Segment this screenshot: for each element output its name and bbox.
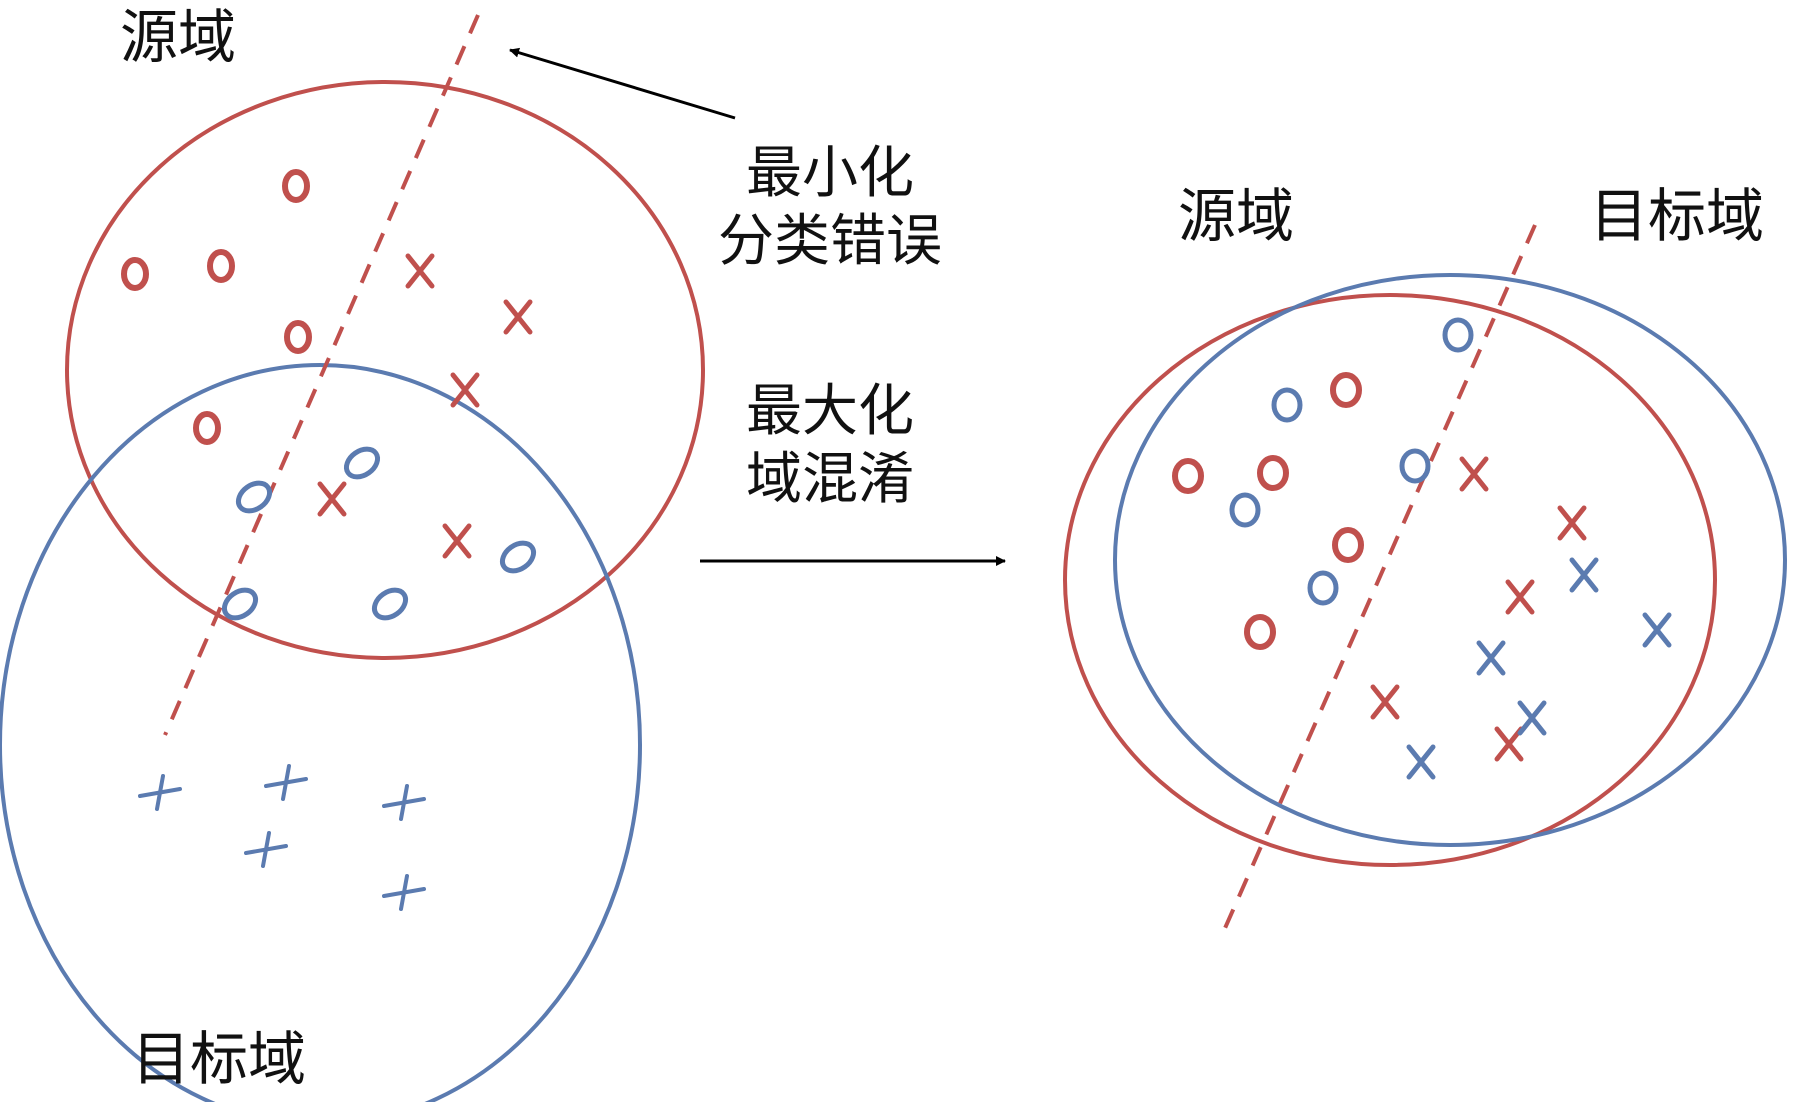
right-target-crosses (1406, 557, 1672, 780)
marker-o (1442, 317, 1474, 353)
marker-x (1569, 557, 1599, 593)
marker-o (284, 320, 312, 354)
marker-o (1330, 372, 1362, 408)
marker-plus (382, 874, 426, 911)
marker-o (121, 257, 149, 291)
marker-x (405, 253, 435, 289)
marker-o (499, 540, 537, 574)
marker-x (1494, 726, 1524, 762)
marker-o (1399, 448, 1431, 484)
marker-x (442, 523, 472, 559)
marker-o (1229, 492, 1261, 528)
left-target-circles (221, 446, 537, 621)
marker-o (1172, 458, 1204, 494)
marker-x (450, 372, 480, 408)
middle-arrows (509, 47, 1006, 566)
left-source-circles (121, 169, 312, 445)
marker-o (1244, 614, 1276, 650)
marker-plus (138, 774, 182, 811)
marker-x (1476, 640, 1506, 676)
marker-plus (244, 831, 288, 868)
marker-x (1370, 684, 1400, 720)
right-target-ellipse (1113, 273, 1787, 847)
marker-o (282, 169, 310, 203)
marker-o (235, 480, 273, 514)
left-decision-boundary (163, 14, 480, 736)
left-panel (0, 14, 705, 1102)
marker-o (207, 249, 235, 283)
marker-x (1406, 744, 1436, 780)
minimize-line1: 最小化 (746, 141, 914, 206)
right-source-crosses (1370, 456, 1587, 762)
minimize-label: 最小化 分类错误 (680, 140, 980, 276)
right-source-circles (1172, 372, 1364, 650)
left-target-label: 目标域 (132, 1025, 307, 1093)
marker-o (1307, 570, 1339, 606)
left-target-pluses (138, 764, 426, 911)
maximize-label: 最大化 域混淆 (680, 378, 980, 514)
marker-x (1517, 700, 1547, 736)
maximize-line1: 最大化 (746, 379, 914, 444)
left-source-ellipse (65, 80, 705, 660)
right-panel (1063, 224, 1787, 936)
marker-o (371, 587, 409, 621)
marker-o (1332, 527, 1364, 563)
left-target-ellipse (0, 363, 642, 1102)
marker-x (1557, 505, 1587, 541)
left-source-label: 源域 (120, 3, 237, 71)
marker-o (343, 446, 381, 480)
marker-x (1505, 579, 1535, 615)
marker-plus (264, 764, 308, 801)
arrow-to-boundary (509, 47, 736, 120)
marker-o (221, 587, 259, 621)
marker-x (1459, 456, 1489, 492)
right-source-label: 源域 (1178, 182, 1295, 250)
maximize-line2: 域混淆 (746, 447, 914, 512)
marker-x (317, 481, 347, 517)
right-source-ellipse (1063, 293, 1717, 867)
marker-o (193, 411, 221, 445)
right-decision-boundary (1220, 224, 1537, 936)
marker-o (1257, 455, 1289, 491)
left-source-crosses (317, 253, 533, 559)
marker-x (1642, 612, 1672, 648)
marker-plus (382, 784, 426, 821)
right-target-label: 目标域 (1590, 182, 1765, 250)
marker-x (503, 299, 533, 335)
minimize-line2: 分类错误 (718, 209, 942, 274)
marker-o (1271, 387, 1303, 423)
right-target-circles (1229, 317, 1474, 606)
